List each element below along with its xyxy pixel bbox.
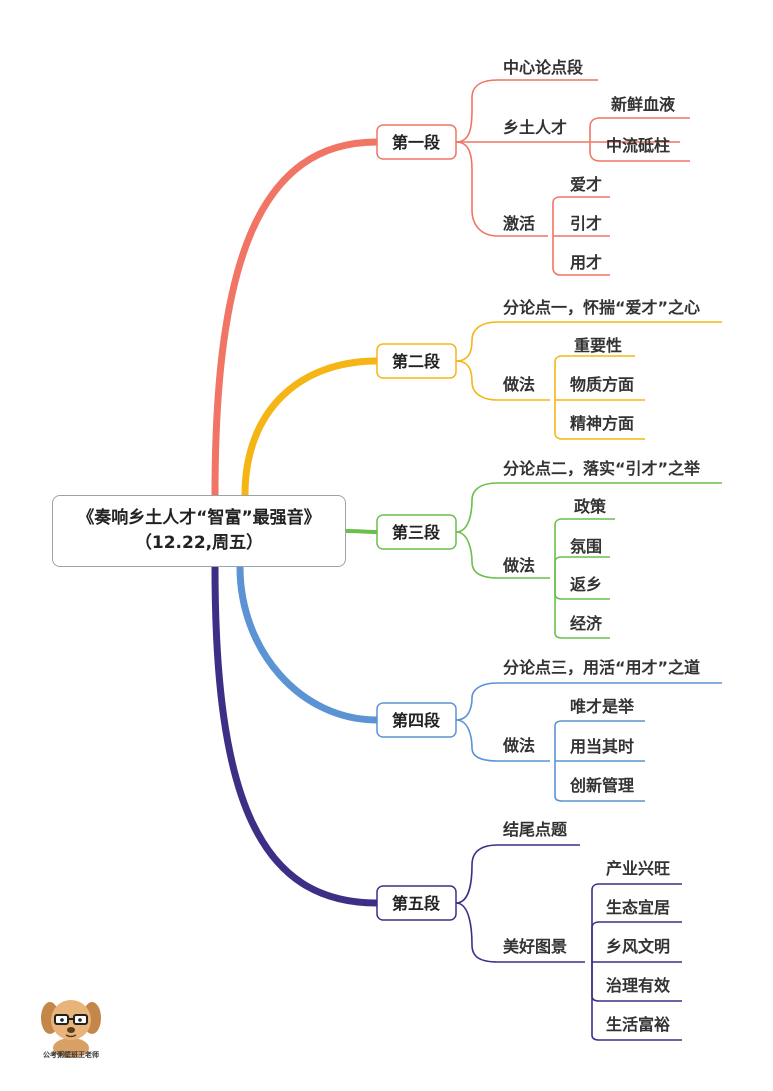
- logo-caption: 公考粥壁班王老师: [43, 1051, 99, 1059]
- node-attract-talent: 引才: [570, 214, 602, 233]
- node-innovative-management: 创新管理: [569, 776, 634, 795]
- node-method-4: 做法: [502, 736, 535, 755]
- node-policy: 政策: [574, 497, 607, 516]
- branch-seg3: [344, 529, 379, 534]
- node-return-home: 返乡: [570, 575, 602, 594]
- node-importance: 重要性: [574, 336, 622, 355]
- node-atmosphere: 氛围: [570, 537, 602, 556]
- node-activate: 激活: [503, 214, 535, 233]
- node-economy: 经济: [570, 614, 603, 633]
- node-spiritual: 精神方面: [570, 414, 634, 433]
- section-node-4[interactable]: 第四段: [376, 702, 457, 738]
- node-prosperity: 生活富裕: [606, 1015, 670, 1034]
- node-method-2: 做法: [502, 375, 535, 394]
- node-mainstay: 中流砥柱: [606, 136, 670, 155]
- branch-seg1: [211, 138, 381, 499]
- node-sub-thesis-2: 分论点二，落实“引才”之举: [503, 459, 701, 478]
- node-rural-talent: 乡土人才: [503, 118, 567, 137]
- node-center-thesis: 中心论点段: [503, 58, 584, 77]
- node-sub-thesis-3: 分论点三，用活“用才”之道: [503, 658, 700, 677]
- section-node-2[interactable]: 第二段: [376, 343, 457, 379]
- section-label-1: 第一段: [392, 133, 441, 152]
- section-label-2: 第二段: [392, 352, 441, 371]
- section-node-5[interactable]: 第五段: [376, 885, 457, 921]
- section-label-3: 第三段: [392, 523, 441, 542]
- node-fresh-blood: 新鲜血液: [611, 95, 676, 114]
- root-node[interactable]: 《奏响乡土人才“智富”最强音》 （12.22,周五）: [52, 495, 346, 567]
- node-civility: 乡风文明: [606, 937, 670, 956]
- node-industry: 产业兴旺: [606, 859, 670, 878]
- section-label-4: 第四段: [392, 711, 441, 730]
- node-beautiful-vision: 美好图景: [503, 937, 567, 956]
- branch-seg4: [236, 563, 381, 724]
- node-love-talent: 爱才: [570, 175, 602, 194]
- section-node-1[interactable]: 第一段: [376, 124, 457, 160]
- root-date: （12.22,周五）: [134, 533, 264, 553]
- node-ecology: 生态宜居: [606, 898, 670, 917]
- root-title: 《奏响乡土人才“智富”最强音》: [77, 508, 321, 528]
- node-use-talent: 用才: [570, 253, 602, 272]
- node-merit-based: 唯才是举: [570, 697, 635, 716]
- branch-seg2: [241, 357, 381, 499]
- node-timely-use: 用当其时: [570, 737, 634, 756]
- branch-seg5: [211, 563, 381, 907]
- node-sub-thesis-1: 分论点一，怀揣“爱才”之心: [503, 298, 700, 317]
- dog-logo-icon: [41, 1000, 101, 1058]
- section-label-5: 第五段: [392, 894, 441, 913]
- node-governance: 治理有效: [606, 976, 670, 995]
- section-node-3[interactable]: 第三段: [376, 514, 457, 550]
- node-material: 物质方面: [570, 375, 634, 394]
- node-conclusion: 结尾点题: [502, 820, 568, 839]
- node-method-3: 做法: [502, 556, 535, 575]
